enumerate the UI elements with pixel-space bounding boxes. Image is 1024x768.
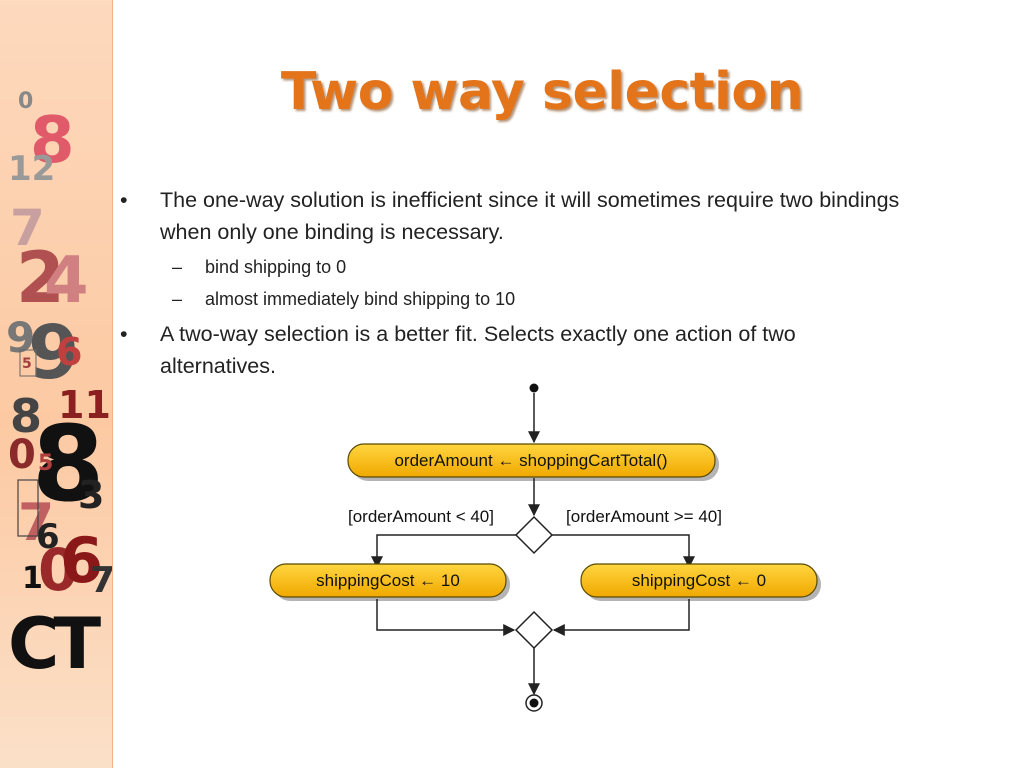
svg-text:9: 9	[6, 313, 35, 362]
svg-text:3: 3	[78, 473, 104, 517]
guard-left-label: [orderAmount < 40]	[348, 507, 494, 526]
action-start: orderAmount ← shoppingCartTotal()	[347, 443, 719, 481]
svg-text:4: 4	[44, 244, 89, 318]
svg-text:6: 6	[56, 330, 82, 374]
activity-diagram: orderAmount ← shoppingCartTotal() [order…	[269, 383, 821, 712]
svg-text:6: 6	[36, 517, 60, 557]
action-start-label: orderAmount ← shoppingCartTotal()	[394, 451, 667, 470]
final-node	[525, 694, 543, 712]
slide-title: Two way selection	[280, 62, 804, 122]
dash-mark: –	[172, 289, 183, 309]
svg-text:CT: CT	[8, 603, 101, 685]
flow-arrow-right	[552, 534, 695, 569]
bullet-text: The one-way solution is inefficient sinc…	[160, 188, 900, 244]
svg-text:8: 8	[10, 389, 42, 443]
svg-text:11: 11	[58, 383, 111, 427]
flow-arrow-left	[371, 534, 516, 569]
action-right: shippingCost ← 0	[580, 563, 821, 601]
svg-text:7: 7	[90, 560, 112, 601]
svg-text:6: 6	[60, 524, 103, 597]
svg-text:9: 9	[28, 310, 80, 396]
decision-node	[514, 515, 554, 555]
bullet-mark: •	[120, 322, 128, 346]
svg-text:2: 2	[16, 237, 65, 319]
svg-text:7: 7	[10, 199, 45, 257]
action-left-label: shippingCost ← 10	[316, 571, 460, 590]
bullet-mark: •	[120, 188, 128, 212]
guard-right-label: [orderAmount >= 40]	[566, 507, 722, 526]
flow-arrow-merge-left	[376, 599, 516, 636]
bullet-text: A two-way selection is a better fit. Sel…	[160, 322, 796, 378]
svg-text:1: 1	[22, 561, 43, 596]
svg-text:8: 8	[30, 104, 75, 178]
svg-text:0: 0	[18, 89, 33, 114]
sub-bullet-text: bind shipping to 0	[205, 257, 347, 277]
decorative-sidebar: 0 8 12 7 2 4 9 9 6 5 11 8 0 8 5 3 7 6 0 …	[0, 0, 113, 768]
dash-mark: –	[172, 257, 183, 277]
action-right-label: shippingCost ← 0	[632, 571, 766, 590]
action-left: shippingCost ← 10	[269, 563, 510, 601]
svg-text:5: 5	[22, 356, 32, 372]
svg-text:5: 5	[38, 451, 53, 476]
number-collage-logo: 0 8 12 7 2 4 9 9 6 5 11 8 0 8 5 3 7 6 0 …	[6, 89, 112, 685]
svg-text:8: 8	[32, 403, 104, 525]
svg-text:0: 0	[38, 536, 78, 604]
svg-text:7: 7	[18, 493, 54, 553]
merge-node	[514, 610, 554, 650]
initial-node	[529, 383, 539, 393]
flow-arrow-merge-right	[552, 599, 690, 636]
sub-bullet-text: almost immediately bind shipping to 10	[205, 289, 516, 309]
svg-text:12: 12	[8, 149, 55, 189]
svg-text:0: 0	[8, 432, 36, 478]
